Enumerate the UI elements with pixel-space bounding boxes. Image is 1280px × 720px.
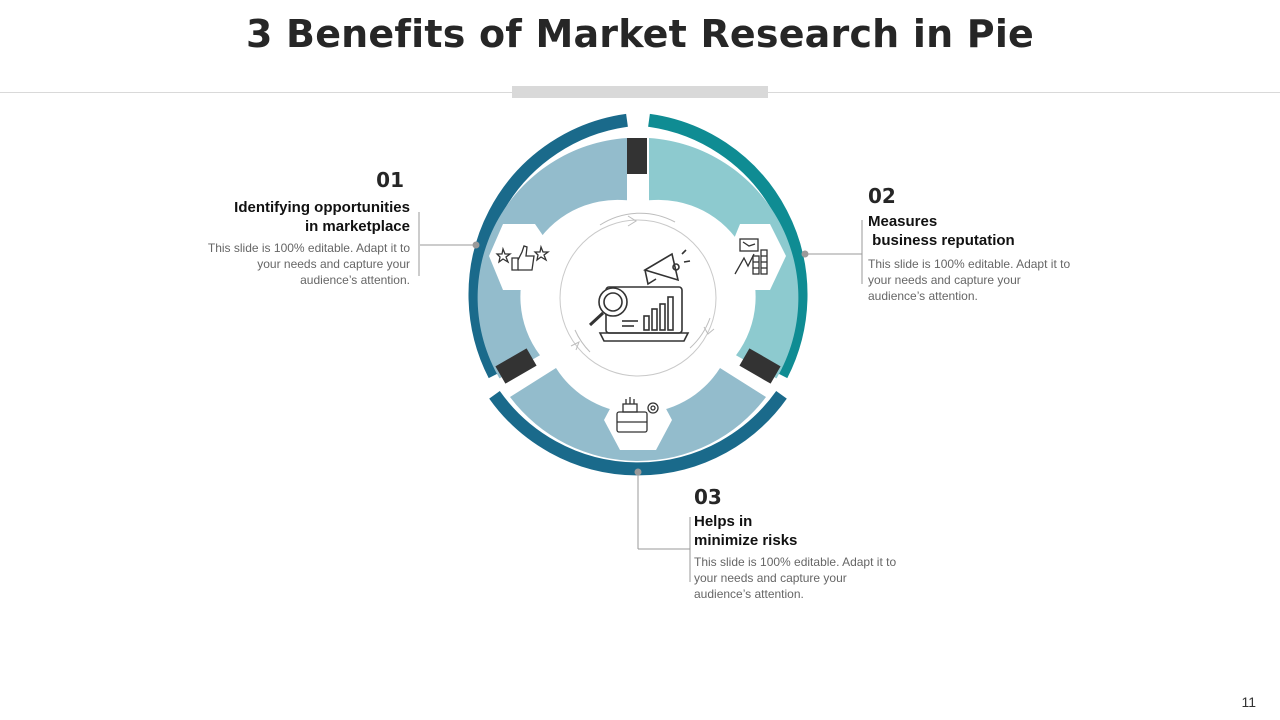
center-circle bbox=[542, 202, 734, 394]
icon-badge-3 bbox=[604, 390, 672, 450]
item-description-3: This slide is 100% editable. Adapt it to… bbox=[694, 555, 897, 601]
title-accent-bar bbox=[512, 86, 768, 98]
center-inner-ring bbox=[559, 219, 717, 377]
cycle-arrow-icon bbox=[599, 212, 676, 226]
outer-arc-1 bbox=[468, 113, 628, 379]
briefcase-gear-icon bbox=[616, 397, 659, 433]
connector-dot-1 bbox=[472, 241, 480, 249]
page-number: 11 bbox=[1241, 694, 1256, 710]
leader-lines bbox=[418, 212, 863, 582]
declining-chart-coins-icon bbox=[734, 238, 768, 275]
item-number-1: 01 bbox=[376, 168, 404, 192]
item-description-1: This slide is 100% editable. Adapt it to… bbox=[207, 241, 410, 287]
segment-1 bbox=[477, 138, 627, 379]
item-heading-2: Measures business reputation bbox=[868, 213, 1015, 249]
connector-dot-3 bbox=[634, 468, 642, 476]
item-heading-3: Helps in minimize risks bbox=[694, 513, 798, 549]
item-description-2: This slide is 100% editable. Adapt it to… bbox=[868, 257, 1071, 303]
outer-arc-2 bbox=[648, 113, 808, 379]
market-research-laptop-icon bbox=[588, 249, 691, 342]
item-number-2: 02 bbox=[868, 184, 896, 208]
segment-2 bbox=[649, 138, 799, 379]
icon-badge-2 bbox=[727, 224, 786, 290]
item-heading-1: Identifying opportunities in marketplace bbox=[234, 199, 410, 235]
slide-title: 3 Benefits of Market Research in Pie bbox=[245, 12, 1035, 56]
connector-dot-2 bbox=[801, 250, 809, 258]
separator-top bbox=[627, 138, 647, 174]
separator-left bbox=[495, 348, 537, 384]
icon-badge-1 bbox=[489, 224, 557, 290]
thumbs-up-stars-icon bbox=[495, 244, 550, 271]
item-number-3: 03 bbox=[694, 485, 722, 509]
separator-right bbox=[739, 348, 781, 384]
